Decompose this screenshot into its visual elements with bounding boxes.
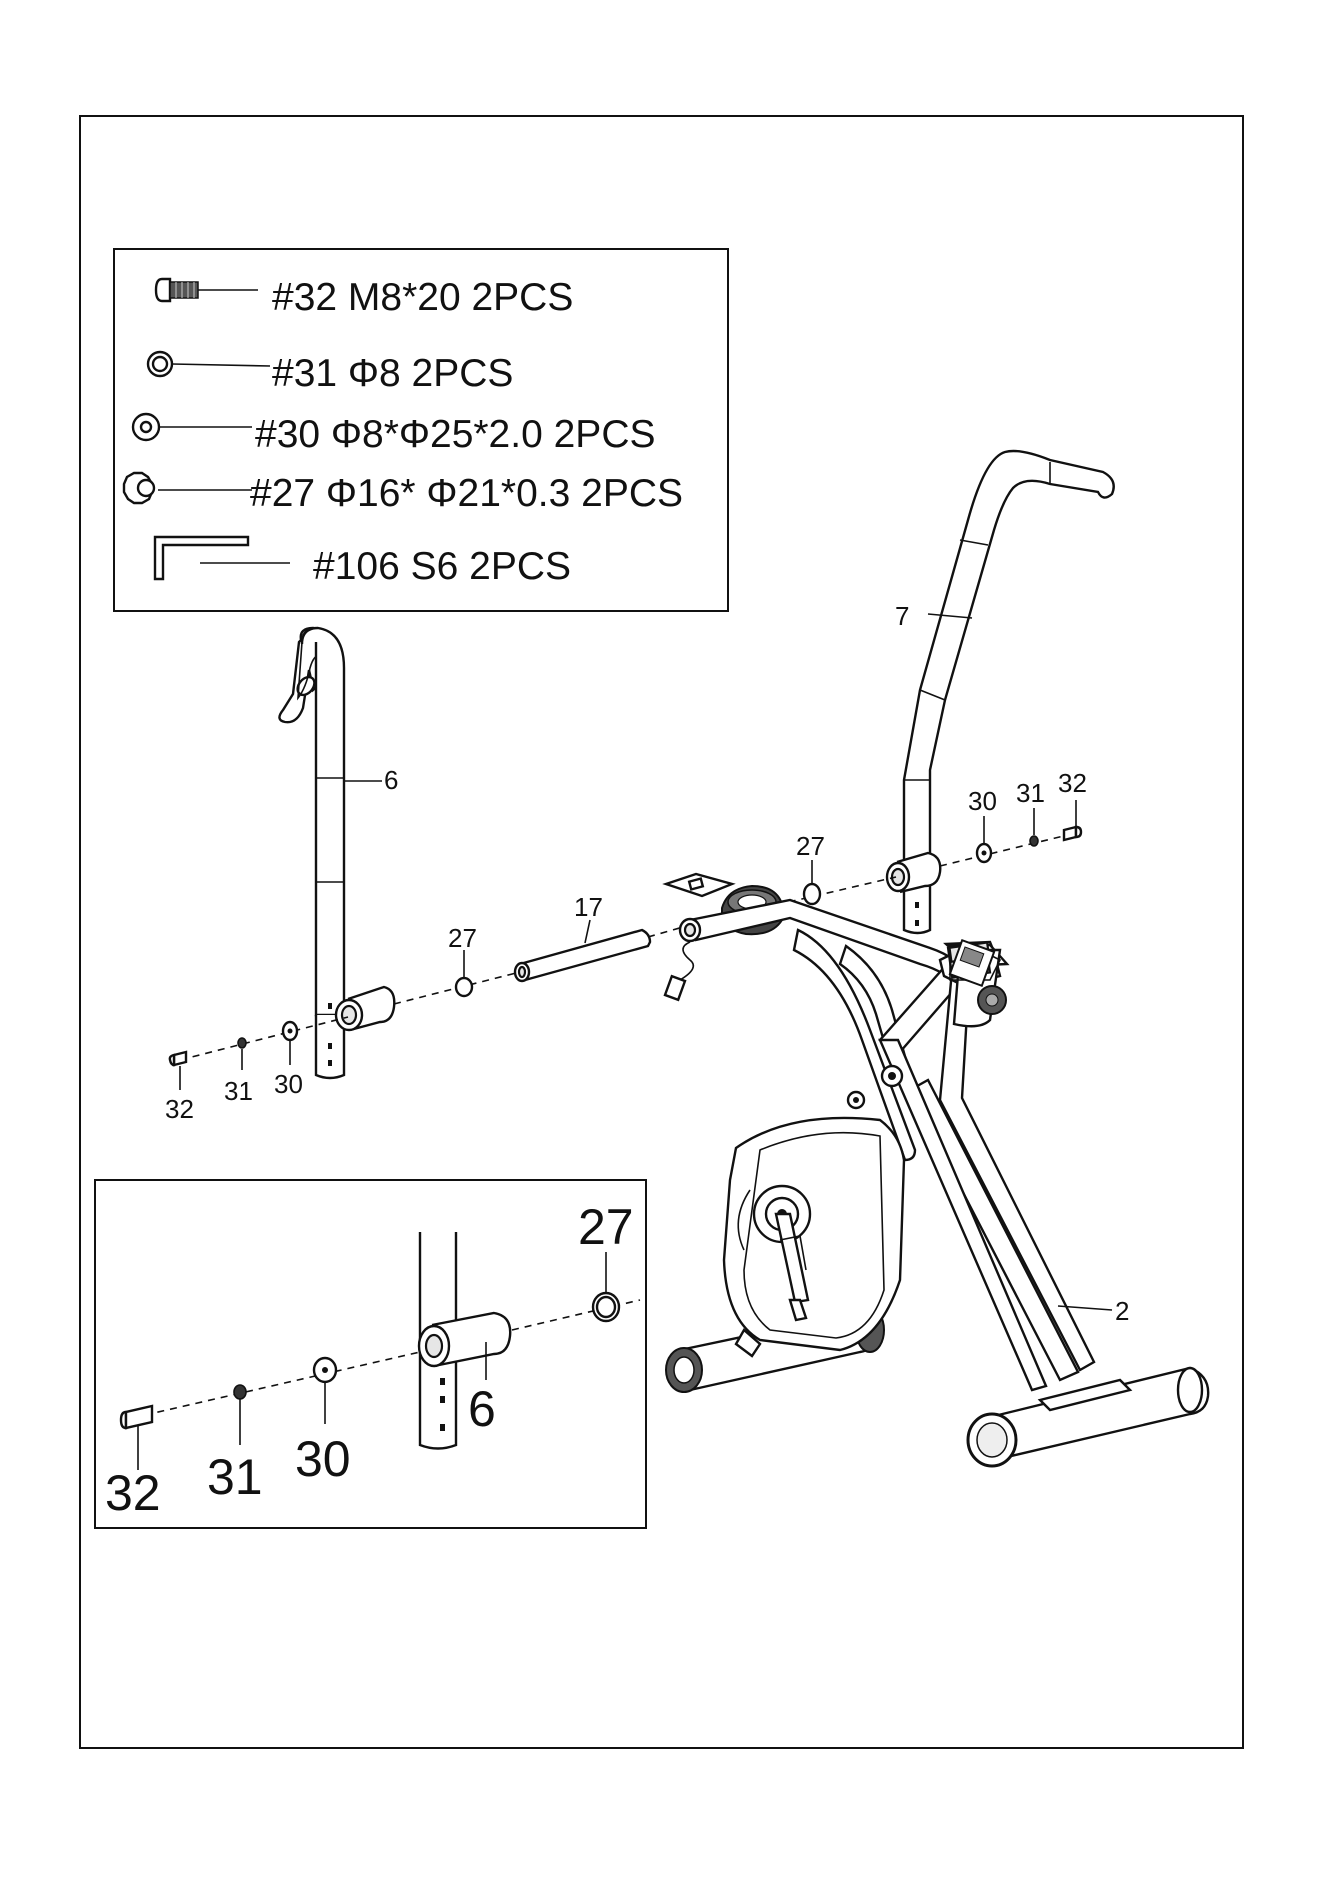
detail-bolt-32 [121,1406,152,1470]
detail-tube [419,1232,510,1449]
label-part-27-right: 27 [796,831,825,861]
detail-spring-washer-31 [234,1385,246,1445]
label-part-17: 17 [574,892,603,922]
hardware-box: #32 M8*20 2PCS #31 Φ8 2PCS #30 Φ8*Φ25*2.… [114,249,728,611]
spring-washer-31-right [1030,808,1038,846]
handlebar-part-6 [279,628,394,1078]
hardware-code-31: #31 Φ8 2PCS [272,352,513,395]
handlebar-part-7 [887,451,1114,933]
spring-washer-31-left [238,1038,246,1070]
label-part-31-left: 31 [224,1076,253,1106]
flat-washer-icon [133,414,252,440]
detail-label-part-30: 30 [295,1431,351,1487]
label-part-31-right: 31 [1016,778,1045,808]
hardware-code-30: #30 Φ8*Φ25*2.0 2PCS [255,413,656,456]
bolt-32-left [170,1052,186,1090]
bolt-icon [156,279,258,301]
allen-key-icon [155,537,290,579]
axle-part-17 [515,920,650,981]
label-part-30-right: 30 [968,786,997,816]
flat-washer-30-left [283,1022,297,1065]
wave-washer-27-right [804,860,820,904]
hardware-code-27: #27 Φ16* Φ21*0.3 2PCS [250,472,683,515]
hardware-code-106: #106 S6 2PCS [313,545,571,588]
detail-label-part-32: 32 [105,1465,161,1521]
flat-washer-30-right [977,816,991,862]
label-part-6: 6 [384,765,398,795]
bolt-32-right [1064,800,1081,840]
detail-flat-washer-30 [314,1358,336,1424]
bike-frame-part-2 [665,874,1208,1466]
label-part-30-left: 30 [274,1069,303,1099]
label-part-27-left: 27 [448,923,477,953]
label-part-2: 2 [1115,1296,1129,1326]
exploded-view: 6 7 17 [165,451,1208,1466]
detail-label-part-6: 6 [468,1381,496,1437]
detail-label-part-31: 31 [207,1449,263,1505]
hardware-code-32: #32 M8*20 2PCS [272,276,573,319]
label-part-7: 7 [895,601,909,631]
detail-wave-washer-27 [593,1252,619,1321]
detail-box: 6 27 30 31 32 [95,1180,646,1528]
label-part-32-left: 32 [165,1094,194,1124]
spring-washer-icon [148,352,270,376]
wave-washer-27-left [456,950,472,996]
wave-washer-icon [124,473,252,503]
label-part-32-right: 32 [1058,768,1087,798]
detail-label-part-27: 27 [578,1199,634,1255]
